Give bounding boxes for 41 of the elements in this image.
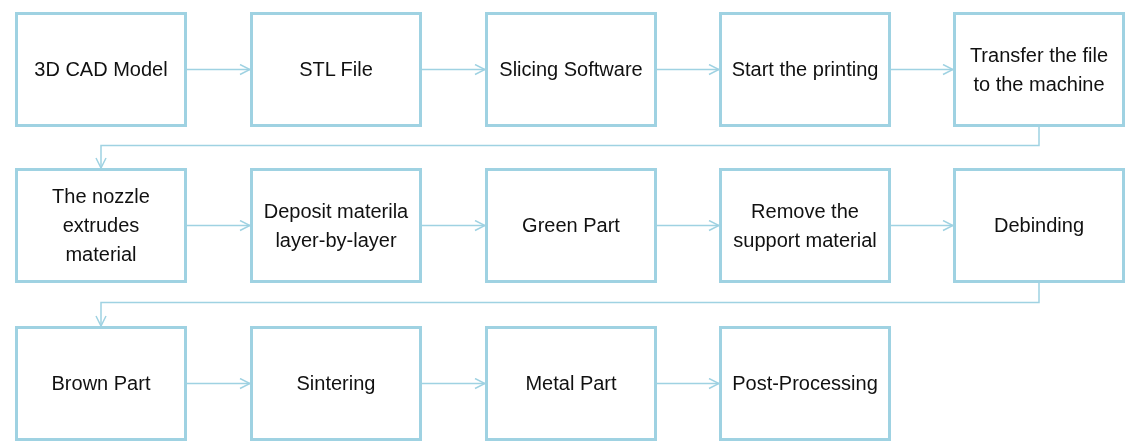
process-box — [953, 12, 1125, 127]
arrow — [890, 63, 954, 76]
arrow — [421, 377, 486, 390]
arrow — [95, 282, 1040, 327]
step-text: 3D CAD Model — [34, 57, 168, 82]
step-text: Brown Part — [51, 371, 151, 396]
step-text: Deposit materila layer-by-layer — [262, 198, 410, 253]
arrow — [95, 126, 1040, 169]
process-box — [250, 168, 422, 283]
step-text: Sintering — [296, 371, 376, 396]
step-text: Green Part — [522, 213, 620, 238]
process-box — [15, 12, 187, 127]
process-box — [719, 168, 891, 283]
step-text: Metal Part — [525, 371, 617, 396]
arrow — [656, 63, 720, 76]
arrow — [186, 377, 251, 390]
process-box — [485, 168, 657, 283]
process-box — [485, 326, 657, 441]
arrow — [421, 219, 486, 232]
arrow — [656, 377, 720, 390]
step-text: Remove the support material — [732, 198, 878, 253]
step-text: Transfer the file to the machine — [968, 42, 1110, 97]
process-box — [15, 326, 187, 441]
step-text: Debinding — [993, 213, 1085, 238]
arrow — [186, 63, 251, 76]
process-box — [485, 12, 657, 127]
arrow — [186, 219, 251, 232]
process-box — [719, 326, 891, 441]
step-text: Start the printing — [731, 57, 879, 82]
step-text: Post-Processing — [732, 371, 878, 396]
step-text: The nozzle extrudes material — [51, 184, 151, 267]
process-box — [250, 326, 422, 441]
arrow — [421, 63, 486, 76]
arrow — [656, 219, 720, 232]
process-box — [719, 12, 891, 127]
arrow — [890, 219, 954, 232]
step-text: STL File — [299, 57, 373, 82]
step-text: Slicing Software — [499, 57, 643, 82]
process-box — [15, 168, 187, 283]
process-box — [953, 168, 1125, 283]
process-box — [250, 12, 422, 127]
